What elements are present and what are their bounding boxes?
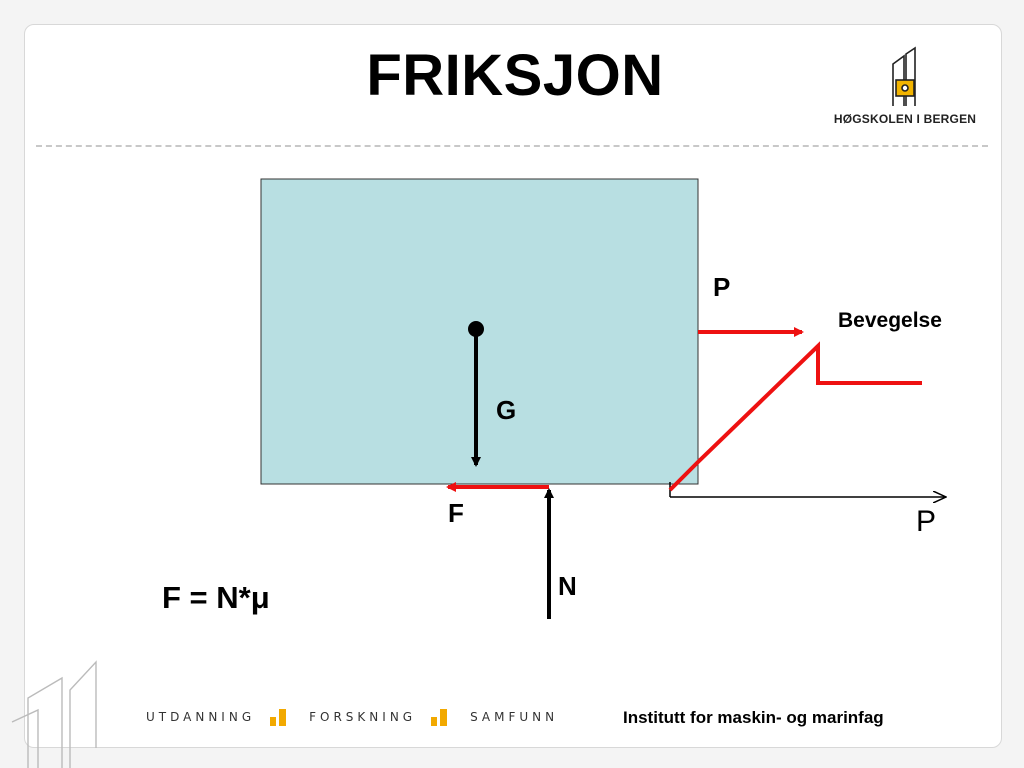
institute-name: Institutt for maskin- og marinfag bbox=[623, 708, 884, 727]
bar-icon bbox=[431, 709, 448, 726]
logo-text: HØGSKOLEN I BERGEN bbox=[833, 112, 977, 126]
friction-curve bbox=[668, 341, 922, 492]
x-axis-label: P bbox=[916, 505, 937, 538]
bar-icon bbox=[270, 709, 287, 726]
footer-word-3: SAMFUNN bbox=[470, 710, 559, 724]
slide-title: FRIKSJON bbox=[366, 43, 664, 108]
footer-slogan: UTDANNING FORSKNING SAMFUNN bbox=[146, 707, 572, 727]
footer-word-2: FORSKNING bbox=[309, 710, 417, 724]
hib-building-icon bbox=[892, 46, 916, 106]
friction-formula: F = N*μ bbox=[162, 580, 270, 615]
motion-label: Bevegelse bbox=[838, 309, 942, 332]
push-force-label: P bbox=[713, 272, 731, 302]
gravity-label: G bbox=[496, 395, 517, 425]
normal-label: N bbox=[558, 571, 577, 601]
friction-label: F bbox=[448, 498, 464, 528]
footer-word-1: UTDANNING bbox=[146, 710, 256, 724]
friction-graph bbox=[668, 341, 946, 497]
header-divider bbox=[36, 145, 988, 147]
corner-decoration bbox=[11, 660, 97, 768]
